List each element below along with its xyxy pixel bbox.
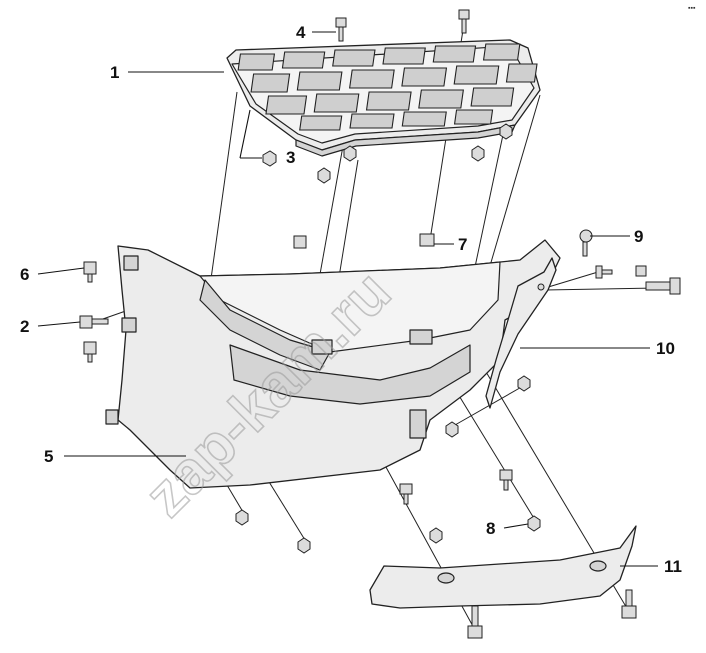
bolt-right-b: [635, 265, 647, 277]
lower-cover: [105, 239, 561, 489]
trim-strip: [369, 525, 637, 609]
callout-5: 5: [44, 447, 53, 466]
corner-mark: ▪▪▪: [688, 5, 696, 12]
callout-7: 7: [458, 235, 467, 254]
bottom-screw-a: [467, 605, 483, 639]
bottom-screw-b: [621, 589, 637, 619]
bolt-right-a: [595, 265, 613, 279]
grille-cells: [237, 43, 538, 131]
screw-part4-a: [335, 17, 347, 42]
leader-lines: [37, 31, 658, 567]
callout-4: 4: [296, 23, 306, 42]
callouts: 1 2 3 4 5 6 7 8 9 10 11: [20, 23, 682, 576]
side-bracket: [485, 257, 557, 409]
callout-8: 8: [486, 519, 495, 538]
callout-1: 1: [110, 63, 119, 82]
callout-10: 10: [656, 339, 675, 358]
callout-6: 6: [20, 265, 29, 284]
screw-part2: [79, 315, 109, 329]
fasteners: [79, 9, 681, 639]
lower-clip-a: [399, 483, 413, 505]
lower-clip-b: [499, 469, 513, 491]
clip-part6-b: [83, 341, 97, 363]
callout-2: 2: [20, 317, 29, 336]
bolt-part9: [579, 229, 593, 257]
bolt-right-c: [645, 277, 681, 295]
footrest-grille: [226, 39, 541, 157]
screw-part4-b: [458, 9, 470, 34]
clip-part6: [83, 261, 97, 283]
callout-9: 9: [634, 227, 643, 246]
callout-11: 11: [664, 557, 682, 576]
callout-3: 3: [286, 148, 295, 167]
